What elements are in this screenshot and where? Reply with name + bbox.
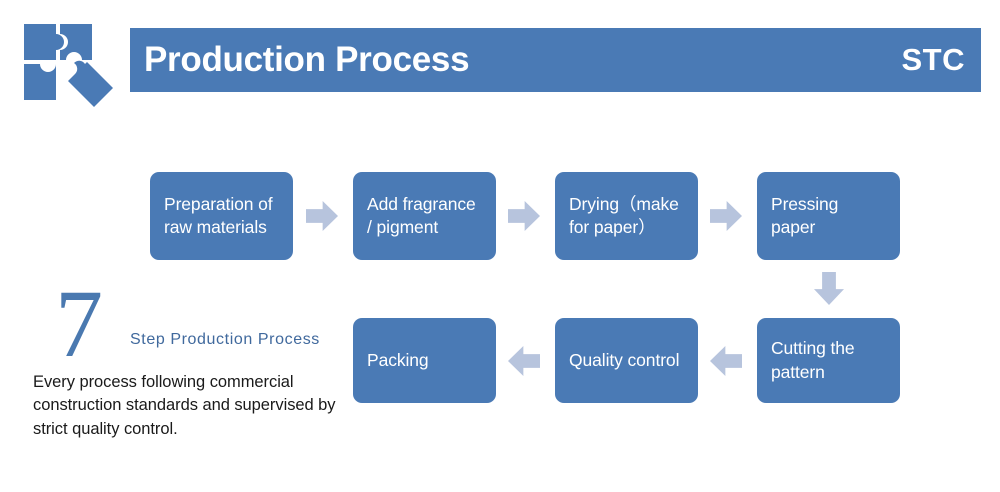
- process-step-preparation-of-raw-materials[interactable]: Preparation of raw materials: [150, 172, 293, 260]
- process-step-label: Quality control: [569, 349, 680, 370]
- arrow-left-icon: [710, 346, 742, 376]
- header-bar: Production Process STC: [130, 28, 981, 92]
- process-step-label: Preparation of raw materials: [164, 193, 273, 237]
- arrow-down-icon: [814, 272, 844, 305]
- process-step-label: Add fragrance / pigment: [367, 193, 476, 237]
- process-step-label: Pressing paper: [771, 193, 839, 237]
- process-step-label: Drying（make for paper）: [569, 193, 679, 237]
- process-step-drying[interactable]: Drying（make for paper）: [555, 172, 698, 260]
- page-title: Production Process: [144, 40, 470, 79]
- process-step-label: Packing: [367, 349, 429, 370]
- process-step-label: Cutting the pattern: [771, 338, 855, 382]
- summary-description: Every process following commercial const…: [33, 373, 336, 438]
- arrow-right-icon: [710, 201, 742, 231]
- step-count-caption: Step Production Process: [130, 331, 320, 348]
- arrow-right-icon: [306, 201, 338, 231]
- puzzle-pieces-logo: [14, 18, 114, 108]
- process-step-add-fragrance-pigment[interactable]: Add fragrance / pigment: [353, 172, 496, 260]
- process-step-packing[interactable]: Packing: [353, 318, 496, 403]
- step-count-number: 7: [55, 270, 103, 377]
- process-step-pressing-paper[interactable]: Pressing paper: [757, 172, 900, 260]
- process-step-cutting-the-pattern[interactable]: Cutting the pattern: [757, 318, 900, 403]
- process-step-quality-control[interactable]: Quality control: [555, 318, 698, 403]
- brand-label: STC: [901, 42, 965, 77]
- arrow-right-icon: [508, 201, 540, 231]
- arrow-left-icon: [508, 346, 540, 376]
